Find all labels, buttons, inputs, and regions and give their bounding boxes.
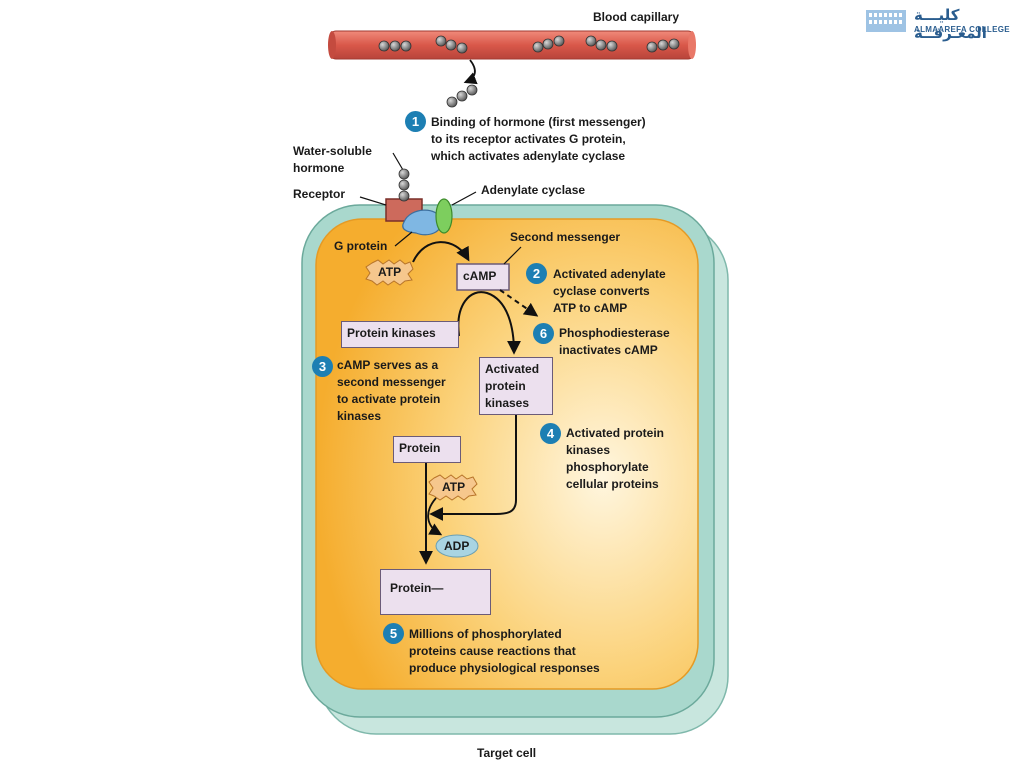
almaarefa-college-logo: كليـــة المعـرفــة ALMAAREFA COLLEGE (862, 4, 1012, 42)
kinase-activation-arrow (457, 291, 521, 355)
camp-box-shape (456, 263, 510, 291)
hormone-exit-arrow (463, 59, 478, 85)
adenylate-cyclase-leader-line (451, 191, 477, 206)
step-5-text: Millions of phosphorylated proteins caus… (409, 627, 600, 675)
step-3-badge: 3 (312, 356, 333, 377)
adenylate-cyclase-label: Adenylate cyclase (481, 183, 586, 197)
step-1-text: Binding of hormone (first messenger) to … (431, 115, 646, 163)
g-protein-icon (402, 209, 442, 236)
blood-capillary-label: Blood capillary (593, 10, 680, 24)
atp-to-adp-arrow (427, 497, 443, 536)
step-6-text: Phosphodiesterase inactivates cAMP (559, 326, 670, 357)
step-5-badge: 5 (383, 623, 404, 644)
receptor-label: Receptor (293, 187, 346, 201)
adp-oval (435, 534, 479, 558)
second-messenger-label: Second messenger (510, 230, 621, 244)
step-4-badge: 4 (540, 423, 561, 444)
g-protein-leader-line (394, 231, 413, 247)
protein-box: Protein (393, 436, 461, 463)
blood-capillary (328, 30, 696, 60)
step-2-badge: 2 (526, 263, 547, 284)
phosphorylated-protein-box: Protein— (380, 569, 491, 615)
receptor-leader-line (359, 196, 387, 206)
atp-label-1: ATP (378, 265, 402, 279)
hormone-leader-line (392, 152, 404, 171)
atp-label-2: ATP (442, 480, 466, 494)
activated-protein-kinases-box: Activated protein kinases (479, 357, 553, 415)
atp-burst-2 (428, 474, 478, 501)
adenylate-cyclase-icon (435, 198, 453, 234)
step-3-text: cAMP serves as a second messenger to act… (337, 358, 446, 423)
protein-kinases-box: Protein kinases (341, 321, 459, 348)
target-cell-label: Target cell (477, 746, 537, 760)
second-messenger-leader-line (503, 246, 522, 265)
step-4-text: Activated protein kinases phosphorylate … (566, 426, 665, 491)
logo-english-text: ALMAAREFA COLLEGE (914, 25, 1010, 34)
step-1-badge: 1 (405, 111, 426, 132)
phosphorylation-arrow (429, 415, 517, 521)
step-6-badge: 6 (533, 323, 554, 344)
college-building-icon (866, 10, 906, 32)
phosphodiesterase-arrow (499, 289, 539, 317)
adp-label: ADP (444, 539, 470, 553)
bound-hormone (398, 168, 410, 202)
step-2-text: Activated adenylate cyclase converts ATP… (553, 267, 666, 315)
hormone-molecule (446, 84, 478, 108)
atp-to-camp-arrow (412, 241, 470, 263)
water-soluble-hormone-label: Water-soluble hormone (293, 144, 372, 175)
camp-label: cAMP (463, 269, 497, 283)
atp-burst-1 (365, 259, 414, 286)
logo-arabic-text: كليـــة المعـرفــة (914, 7, 987, 42)
g-protein-label: G protein (334, 239, 388, 253)
